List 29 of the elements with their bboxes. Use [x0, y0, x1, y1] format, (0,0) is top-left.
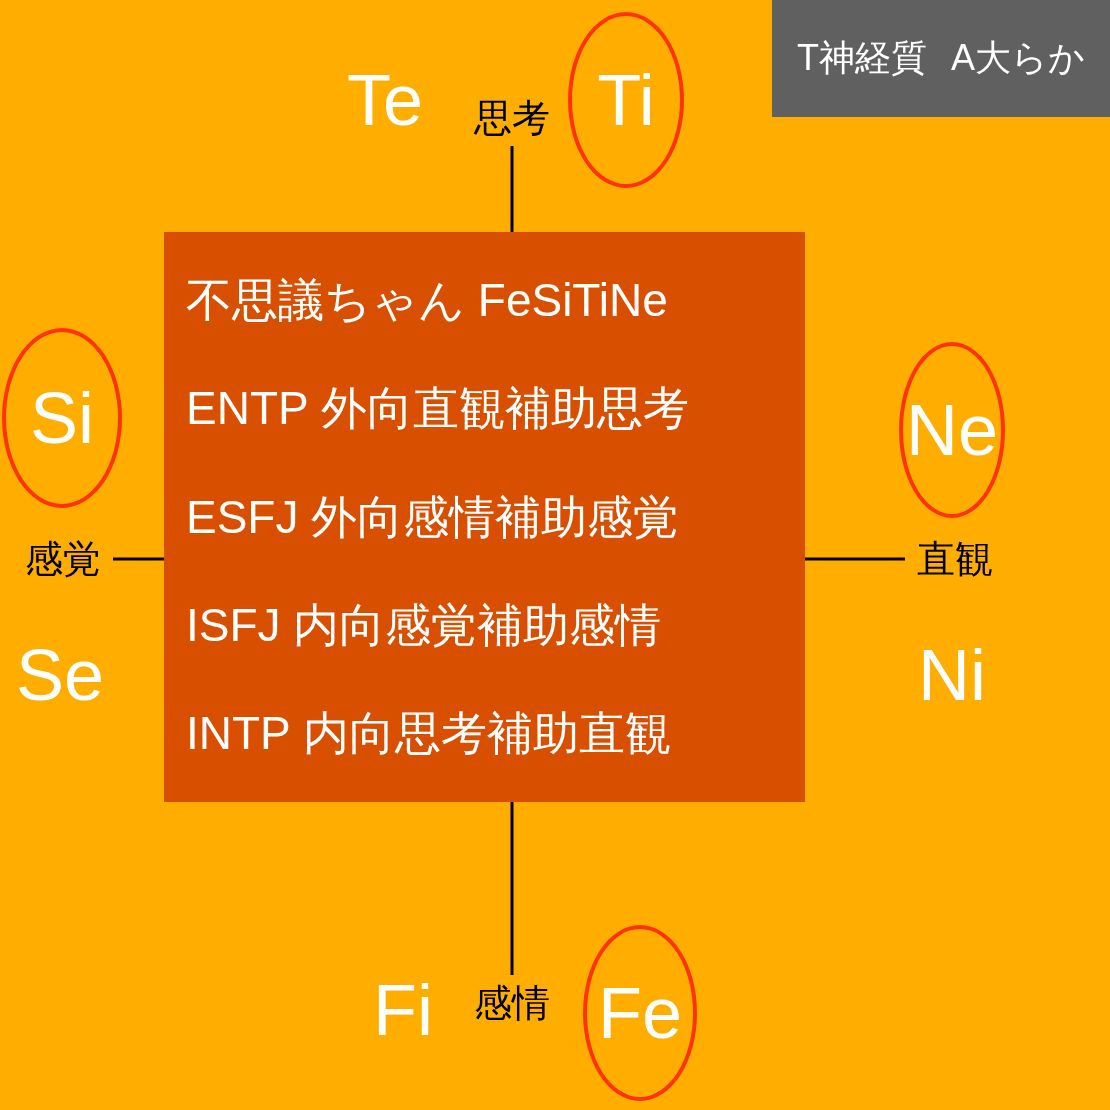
- badge-text: T神経質: [797, 36, 927, 80]
- function-label: Ni: [918, 634, 986, 716]
- axis-label: 直観: [917, 535, 993, 583]
- function-label: Fe: [598, 972, 682, 1054]
- axis-label: 感情: [474, 979, 550, 1027]
- badge-text: A大らか: [951, 36, 1085, 80]
- connector-line: [510, 146, 514, 232]
- function-label: Fi: [373, 969, 433, 1051]
- type-line: ENTP 外向直観補助思考: [186, 383, 689, 434]
- type-line: INTP 内向思考補助直観: [186, 708, 671, 760]
- connector-line: [510, 802, 514, 975]
- type-panel: [164, 232, 805, 802]
- type-line: 不思議ちゃん FeSiTiNe: [186, 274, 668, 326]
- function-circle: [2, 328, 122, 508]
- function-label: Ne: [905, 389, 998, 471]
- function-circle: [568, 12, 684, 188]
- legend-panel: [772, 0, 1110, 117]
- connector-line: [805, 557, 905, 561]
- function-label: Te: [347, 59, 423, 141]
- function-circle: [899, 342, 1005, 518]
- function-label: Si: [30, 377, 94, 459]
- type-line: ISFJ 内向感覚補助感情: [186, 600, 662, 651]
- function-label: Se: [15, 634, 105, 716]
- axis-label: 感覚: [25, 535, 101, 583]
- function-label: Ti: [597, 59, 655, 141]
- function-circle: [583, 925, 697, 1101]
- connector-line: [113, 557, 164, 561]
- axis-label: 思考: [474, 94, 550, 142]
- type-line: ESFJ 外向感情補助感覚: [186, 491, 680, 543]
